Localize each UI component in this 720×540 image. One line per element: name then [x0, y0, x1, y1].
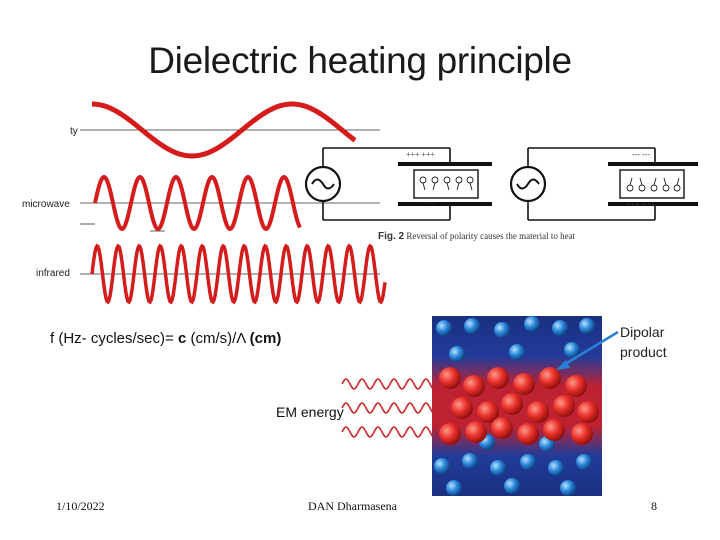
red-molecule: [543, 419, 565, 441]
blue-molecule: [576, 454, 592, 470]
microwave-wave: [93, 174, 302, 232]
blue-molecule: [434, 458, 450, 474]
polarity-left-top: +++ +++: [406, 150, 436, 159]
red-molecule: [491, 417, 513, 439]
wave-label-infrared: infrared: [36, 268, 70, 279]
blue-molecule: [548, 460, 564, 476]
red-molecule: [539, 367, 561, 389]
em-energy-waves: [341, 378, 439, 438]
blue-molecule: [560, 480, 576, 496]
footer-author: DAN Dharmasena: [308, 499, 397, 513]
blue-molecule: [552, 320, 568, 336]
dipolar-molecule-panel: [432, 316, 602, 496]
red-molecule: [501, 393, 523, 415]
polarity-left-bottom: --- ---: [418, 198, 436, 207]
dielectric-sample: [413, 169, 479, 199]
wave-label-top: ty: [70, 126, 78, 137]
blue-molecule: [520, 454, 536, 470]
red-molecule: [577, 401, 599, 423]
formula-prefix: f (Hz- cycles/sec)=: [50, 330, 178, 347]
red-molecule: [477, 401, 499, 423]
dipolar-product-label: Dipolar product: [620, 322, 667, 362]
formula-suffix: (cm): [249, 330, 282, 347]
circuit-right: [509, 147, 698, 221]
polarity-circuit-diagram: [304, 147, 698, 221]
red-molecule: [451, 397, 473, 419]
blue-molecule: [504, 478, 520, 494]
infrared-wave: [90, 243, 387, 305]
blue-molecule: [449, 346, 465, 362]
red-molecule: [439, 423, 461, 445]
capacitor-plate-top: [398, 162, 492, 166]
formula-c: c: [177, 330, 187, 347]
footer-page-number: 8: [651, 499, 657, 513]
blue-molecule: [436, 320, 452, 336]
blue-molecule: [579, 318, 595, 334]
blue-molecule: [509, 344, 525, 360]
blue-molecule: [462, 453, 478, 469]
figure-caption-text: Reversal of polarity causes the material…: [406, 231, 576, 241]
blue-molecule: [490, 460, 506, 476]
red-molecule: [487, 367, 509, 389]
blue-molecule: [564, 342, 580, 358]
figure-caption: Fig. 2 Reversal of polarity causes the m…: [378, 231, 575, 242]
frequency-formula: f (Hz- cycles/sec)= c (cm/s)/Λ (cm): [50, 330, 281, 347]
red-molecule: [439, 367, 461, 389]
em-energy-label: EM energy: [276, 404, 344, 420]
red-molecule: [565, 375, 587, 397]
dielectric-sample: [619, 169, 685, 199]
formula-mid: (cm/s)/Λ: [186, 330, 250, 347]
dipolar-label-line2: product: [620, 344, 667, 360]
wave-label-microwave: microwave: [22, 199, 70, 210]
blue-molecule: [446, 480, 462, 496]
blue-molecule: [524, 316, 540, 332]
polarity-right-top: --- ---: [632, 150, 650, 159]
red-molecule: [465, 421, 487, 443]
capacitor-plate-bottom: [398, 202, 492, 206]
red-molecule: [513, 373, 535, 395]
dipolar-label-line1: Dipolar: [620, 324, 665, 340]
low-frequency-wave: [92, 101, 357, 159]
circuit-left: [304, 147, 492, 221]
red-molecule: [571, 423, 593, 445]
dipolar-pointer-arrow: [556, 330, 619, 370]
wave-diagram: [80, 101, 387, 305]
red-molecule: [553, 395, 575, 417]
polarity-right-bottom: +++ +++: [626, 200, 656, 209]
slide-title: Dielectric heating principle: [148, 40, 572, 81]
capacitor-plate-top: [608, 162, 698, 166]
red-molecule: [463, 375, 485, 397]
blue-molecule: [494, 322, 510, 338]
red-molecule: [527, 401, 549, 423]
capacitor-plate-bottom: [608, 202, 698, 206]
red-molecule: [517, 423, 539, 445]
figure-caption-label: Fig. 2: [378, 231, 405, 242]
blue-molecule: [464, 318, 480, 334]
footer-date: 1/10/2022: [56, 499, 105, 513]
